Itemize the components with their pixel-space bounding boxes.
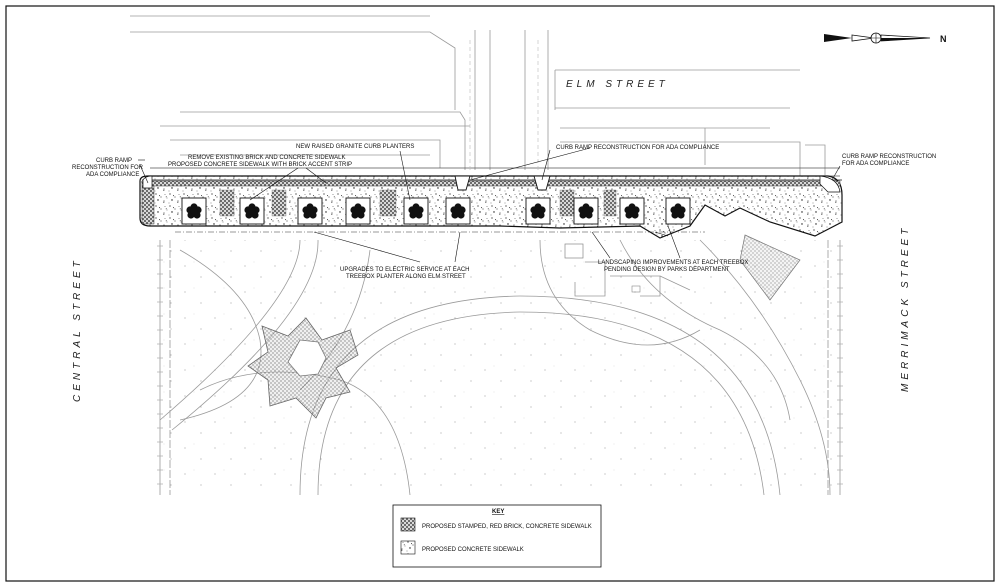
treebox-planter [665, 197, 691, 225]
treebox-planter [297, 197, 323, 225]
tree-icon [244, 203, 260, 219]
lane-markings [469, 40, 539, 170]
callout-line: LANDSCAPING IMPROVEMENTS AT EACH TREEBOX [598, 260, 748, 266]
callout-line: RECONSTRUCTION FOR [72, 165, 144, 171]
treebox-planter [573, 197, 599, 225]
callout-curb-ramp-left: CURB RAMP RECONSTRUCTION FOR ADA COMPLIA… [72, 158, 144, 178]
tree-icon [302, 203, 318, 219]
tree-icon [408, 203, 424, 219]
legend-label-concrete: PROPOSED CONCRETE SIDEWALK [422, 547, 524, 553]
callout-line: UPGRADES TO ELECTRIC SERVICE AT EACH [340, 267, 469, 273]
street-label-merrimack: MERRIMACK STREET [900, 225, 911, 392]
callout-line: TREEBOX PLANTER ALONG ELM STREET [346, 274, 466, 280]
park-structure [564, 234, 801, 301]
sheet-border [5, 5, 995, 582]
callout-line: PROPOSED CONCRETE SIDEWALK WITH BRICK AC… [168, 162, 352, 168]
callout-line: CURB RAMP RECONSTRUCTION [842, 154, 936, 160]
tree-icon [578, 203, 594, 219]
treebox-planter [403, 197, 429, 225]
callout-line: CURB RAMP RECONSTRUCTION FOR ADA COMPLIA… [556, 145, 719, 151]
treebox-planter [445, 197, 471, 225]
legend: KEY PROPOSED STAMPED, RED BRICK, CONCRET… [392, 504, 602, 568]
tree-icon [450, 203, 466, 219]
callout-line: CURB RAMP [96, 158, 132, 164]
callout-leaders [138, 147, 841, 263]
park-paths [159, 239, 841, 496]
legend-swatch-concrete [400, 540, 416, 555]
legend-title: KEY [492, 509, 504, 515]
north-label: N [940, 34, 947, 44]
curb-fence-ticks [157, 245, 843, 485]
callout-line: PENDING DESIGN BY PARKS DEPARTMENT [604, 267, 730, 273]
treebox-planter [239, 197, 265, 225]
callout-new-planters: NEW RAISED GRANITE CURB PLANTERS [296, 144, 414, 150]
tree-icon [670, 203, 686, 219]
legend-swatch-brick [400, 517, 416, 532]
callout-remove-existing: REMOVE EXISTING BRICK AND CONCRETE SIDEW… [168, 155, 352, 168]
north-arrow: N [824, 32, 947, 44]
treebox-planter [619, 197, 645, 225]
treebox-planter [525, 197, 551, 225]
star-garden [247, 317, 359, 419]
treebox-planter [345, 197, 371, 225]
street-label-elm: ELM STREET [566, 79, 669, 90]
curb-ramps [142, 175, 841, 193]
callout-curb-ramp-center: CURB RAMP RECONSTRUCTION FOR ADA COMPLIA… [556, 145, 719, 151]
legend-label-brick: PROPOSED STAMPED, RED BRICK, CONCRETE SI… [422, 524, 592, 530]
elm-street-curb-lines [130, 15, 840, 178]
legend-box [392, 504, 602, 568]
tree-icon [350, 203, 366, 219]
callout-line: FOR ADA COMPLIANCE [842, 161, 909, 167]
callout-line: REMOVE EXISTING BRICK AND CONCRETE SIDEW… [188, 155, 345, 161]
street-label-central: CENTRAL STREET [72, 257, 83, 402]
callout-line: NEW RAISED GRANITE CURB PLANTERS [296, 144, 414, 150]
callout-line: ADA COMPLIANCE [86, 172, 139, 178]
callout-curb-ramp-right: CURB RAMP RECONSTRUCTION FOR ADA COMPLIA… [842, 154, 936, 167]
tree-icon [624, 203, 640, 219]
tree-icon [530, 203, 546, 219]
treebox-planters [181, 197, 691, 225]
tree-icon [186, 203, 202, 219]
treebox-planter [181, 197, 207, 225]
callout-landscaping: LANDSCAPING IMPROVEMENTS AT EACH TREEBOX… [598, 260, 748, 273]
callout-electric: UPGRADES TO ELECTRIC SERVICE AT EACH TRE… [340, 267, 469, 280]
